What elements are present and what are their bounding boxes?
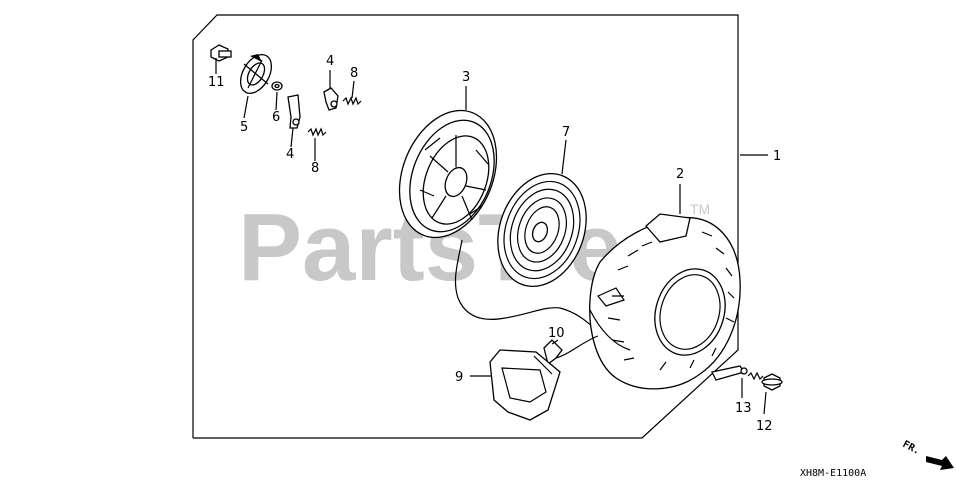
callout-11: 11 bbox=[208, 75, 225, 90]
part-9-starter-grip[interactable] bbox=[489, 349, 561, 421]
callout-8-lower: 8 bbox=[311, 161, 319, 176]
callout-4-upper: 4 bbox=[326, 54, 334, 69]
callout-4-lower: 4 bbox=[286, 147, 294, 162]
part-8-spring-upper[interactable] bbox=[342, 96, 362, 106]
part-12-flange-bolt[interactable] bbox=[747, 371, 783, 391]
part-6-washer[interactable] bbox=[271, 81, 283, 91]
front-direction-indicator: FR. bbox=[901, 439, 954, 470]
watermark-trademark: TM bbox=[690, 201, 710, 217]
part-7-spiral-spring[interactable] bbox=[483, 161, 602, 299]
direction-arrow-icon bbox=[926, 456, 954, 470]
callout-5: 5 bbox=[240, 120, 248, 135]
part-4-pawl-upper[interactable] bbox=[323, 87, 339, 111]
callout-7: 7 bbox=[562, 125, 570, 140]
diagram-code: XH8M-E1100A bbox=[800, 468, 866, 479]
part-2-starter-housing[interactable] bbox=[589, 213, 741, 390]
callout-8-upper: 8 bbox=[350, 66, 358, 81]
callout-3: 3 bbox=[462, 70, 470, 85]
part-13-grip-cord[interactable] bbox=[711, 365, 748, 381]
part-8-spring-lower[interactable] bbox=[307, 127, 327, 137]
part-3-reel[interactable] bbox=[382, 96, 515, 252]
callout-10: 10 bbox=[548, 326, 565, 341]
starter-rope bbox=[454, 239, 599, 333]
assembly-boundary bbox=[192, 14, 739, 439]
callout-13: 13 bbox=[735, 401, 752, 416]
callout-labels: 1 2 3 4 4 5 6 7 8 8 9 10 11 12 13 bbox=[208, 54, 781, 434]
part-11-bolt[interactable] bbox=[210, 44, 232, 62]
part-5-ratchet[interactable] bbox=[234, 49, 278, 98]
callout-6: 6 bbox=[272, 110, 280, 125]
callout-2: 2 bbox=[676, 167, 684, 182]
callout-9: 9 bbox=[455, 370, 463, 385]
part-4-pawl-lower[interactable] bbox=[287, 94, 301, 129]
direction-label: FR. bbox=[901, 439, 922, 457]
callout-1: 1 bbox=[773, 149, 781, 164]
callout-12: 12 bbox=[756, 419, 773, 434]
leader-lines bbox=[215, 58, 768, 415]
